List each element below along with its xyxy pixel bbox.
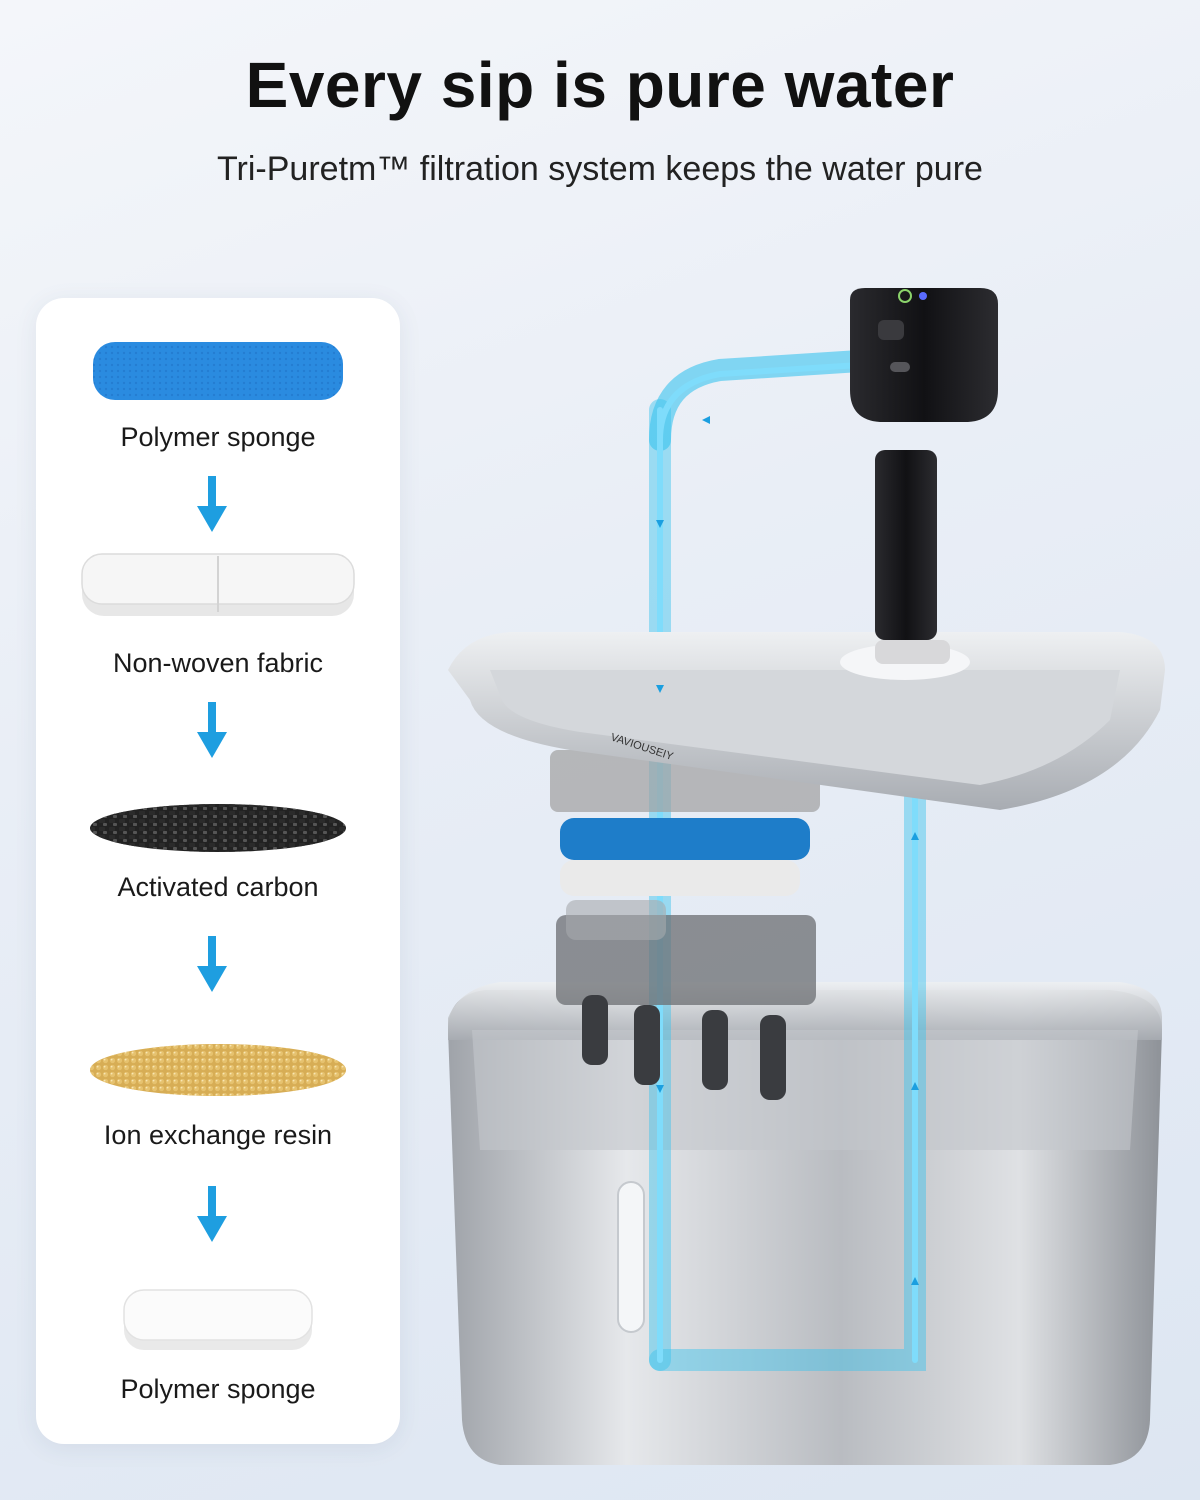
layer-label-3: Activated carbon: [117, 872, 319, 902]
water-tank: [448, 982, 1162, 1465]
layer-label-4: Ion exchange resin: [103, 1120, 333, 1150]
power-indicator-icon: [898, 289, 912, 303]
fountain-exploded-illustration: VAVIOUSEIY: [448, 288, 1165, 1465]
page-title: Every sip is pure water: [245, 49, 955, 121]
pump-unit: [850, 288, 998, 664]
resin-beads-icon: [90, 1044, 346, 1096]
arrow-down-icon: [197, 476, 227, 532]
white-sponge-icon: [123, 1289, 313, 1350]
page-subtitle: Tri-Puretm™ filtration system keeps the …: [217, 150, 983, 188]
filter-cartridge: [550, 750, 820, 1100]
status-light-icon: [919, 292, 927, 300]
filter-layers-card: Polymer sponge Non-woven fabric: [36, 298, 400, 1444]
carbon-granules-icon: [90, 804, 346, 852]
layer-label-2: Non-woven fabric: [112, 648, 324, 678]
usb-port-icon: [890, 362, 910, 372]
flow-arrows: [656, 416, 919, 1285]
layer-label-1: Polymer sponge: [120, 422, 316, 452]
fabric-pad-icon: [81, 553, 355, 616]
layer-label-5: Polymer sponge: [120, 1374, 316, 1404]
arrow-down-icon: [197, 936, 227, 992]
arrow-down-icon: [197, 702, 227, 758]
arrow-down-icon: [197, 1186, 227, 1242]
blue-sponge-icon: [93, 342, 343, 400]
